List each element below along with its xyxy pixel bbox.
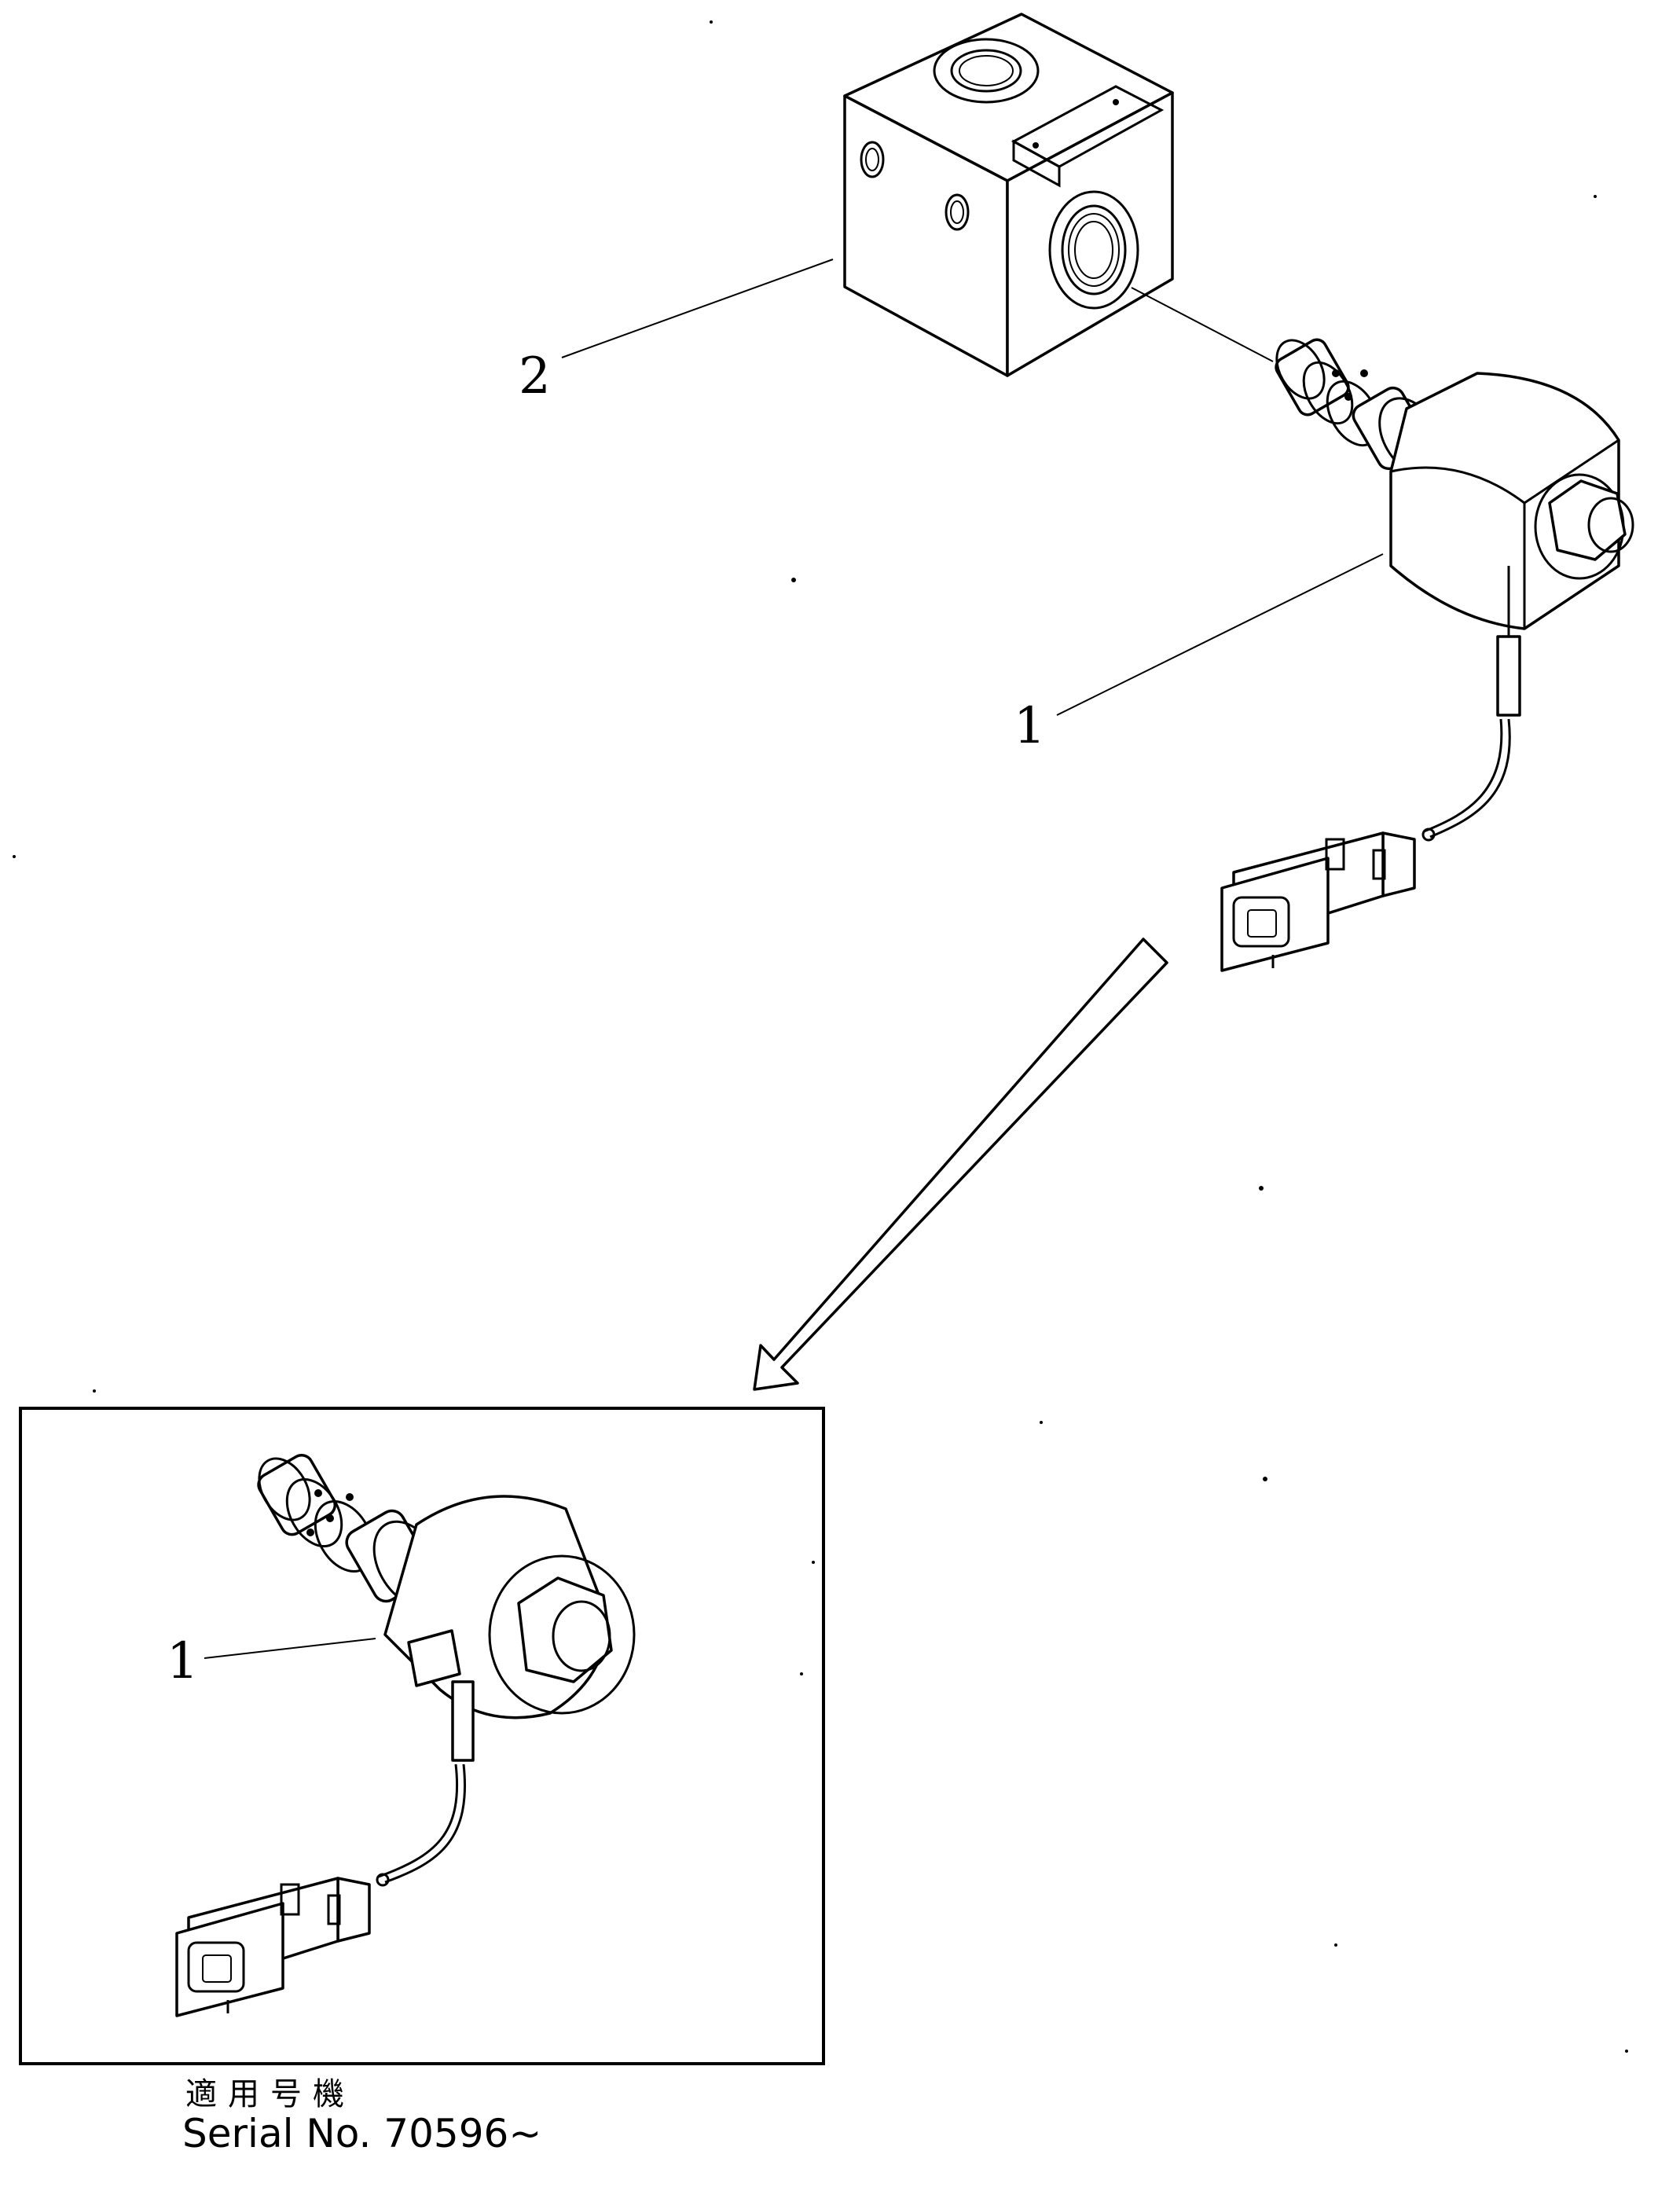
- valve-block: [843, 13, 1174, 377]
- callout-2-leader: [561, 259, 834, 358]
- scan-specks: [13, 20, 1628, 2053]
- serial-japanese-label: 適用号機: [185, 2076, 355, 2112]
- inset-frame: [19, 1407, 825, 2065]
- inset-callout-1: 1: [167, 1632, 199, 1690]
- callout-1-leader: [1056, 553, 1384, 716]
- callout-1: 1: [1014, 697, 1046, 755]
- serial-number-label: Serial No. 70596~: [182, 2111, 542, 2156]
- inset-solenoid-valve: [175, 1454, 636, 2017]
- assembly-leader: [1131, 287, 1274, 362]
- arrow-to-inset: [753, 938, 1168, 1391]
- solenoid-valve: [1220, 338, 1634, 972]
- inset-callout-1-leader: [204, 1638, 376, 1659]
- callout-2: 2: [519, 347, 551, 406]
